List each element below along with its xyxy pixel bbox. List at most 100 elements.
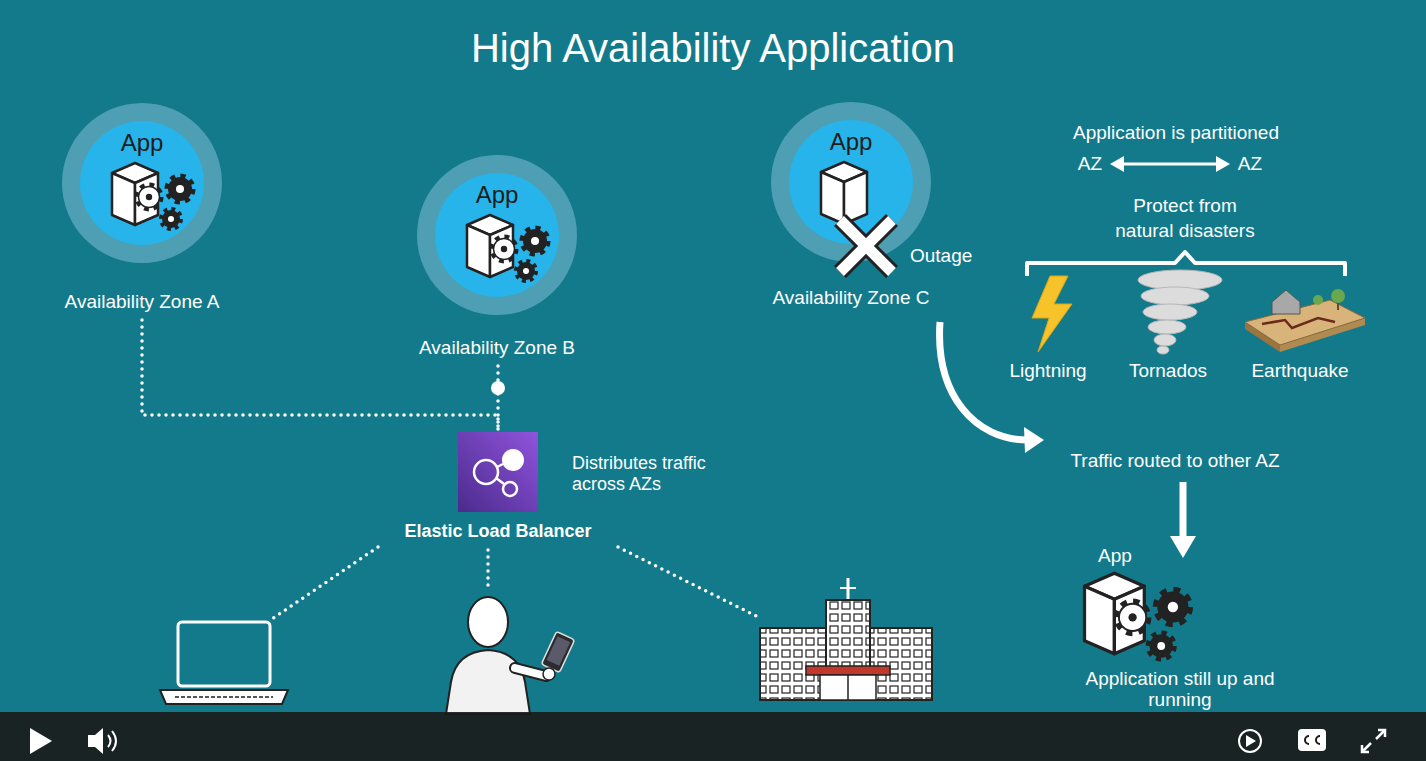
failover-arrow bbox=[940, 322, 1044, 453]
note-label: Application still up and running bbox=[1070, 668, 1290, 710]
player-bar bbox=[1239, 730, 1261, 752]
tornado-icon bbox=[1148, 320, 1186, 334]
availability-zone-node: AppAvailability Zone A bbox=[22, 101, 262, 320]
note-label: Earthquake bbox=[1245, 359, 1355, 383]
label-holder: AZ bbox=[1066, 152, 1114, 176]
person-figure bbox=[468, 597, 508, 647]
availability-zone-node: AppAvailability Zone B bbox=[377, 153, 617, 366]
zone-circle bbox=[377, 153, 617, 317]
note-label: Protect from natural disasters bbox=[1105, 193, 1265, 243]
zone-circle bbox=[821, 162, 867, 224]
label-holder: Application is partitioned bbox=[1036, 121, 1316, 145]
label-holder: Tornados bbox=[1118, 359, 1218, 383]
note-label: Application is partitioned bbox=[1036, 121, 1316, 145]
outage-cross bbox=[840, 220, 892, 272]
laptop-figure bbox=[160, 690, 288, 704]
person-figure bbox=[515, 668, 546, 676]
note-label: Outage bbox=[910, 244, 1000, 268]
down-arrow bbox=[1170, 482, 1196, 558]
player-bar bbox=[1246, 735, 1256, 747]
earthquake-icon bbox=[1272, 290, 1300, 314]
client-leader bbox=[486, 550, 490, 592]
label-holder: App bbox=[1091, 544, 1139, 568]
person-figure bbox=[547, 636, 571, 665]
label-holder: Application still up and running bbox=[1070, 668, 1290, 710]
earthquake-icon bbox=[1245, 289, 1365, 352]
zone-name: Availability Zone C bbox=[731, 286, 971, 310]
player-bar bbox=[1316, 736, 1320, 744]
outage-cross bbox=[840, 220, 892, 272]
building-figure bbox=[806, 666, 890, 675]
player-bar bbox=[1298, 729, 1326, 751]
title-holder: High Availability Application bbox=[0, 25, 1426, 71]
outage-cross bbox=[840, 220, 892, 272]
building-figure bbox=[847, 675, 849, 700]
tornado-icon bbox=[1141, 287, 1209, 305]
app-icon bbox=[1085, 573, 1189, 658]
partition-arrow bbox=[1110, 156, 1124, 172]
earthquake-icon bbox=[1313, 295, 1323, 305]
building-figure bbox=[760, 628, 826, 700]
app-text: App bbox=[377, 181, 617, 209]
person-figure bbox=[446, 650, 530, 714]
outage-cross bbox=[840, 220, 892, 272]
label-holder: Earthquake bbox=[1245, 359, 1355, 383]
player-bar bbox=[0, 712, 1426, 761]
note-label: App bbox=[1091, 544, 1139, 568]
availability-zone-node: AppAvailability Zone C bbox=[731, 100, 971, 316]
label-holder: Distributes traffic across AZs bbox=[572, 453, 742, 495]
zone-circle bbox=[22, 101, 262, 265]
balancer-name: Elastic Load Balancer bbox=[378, 520, 618, 542]
outage-cross bbox=[840, 220, 892, 272]
note-label: Lightning bbox=[998, 359, 1098, 383]
load-balancer-icon bbox=[458, 432, 538, 512]
earthquake-icon bbox=[1245, 300, 1365, 345]
zone-circle bbox=[62, 103, 222, 263]
label-holder: Protect from natural disasters bbox=[1105, 193, 1265, 243]
earthquake-icon bbox=[1262, 318, 1335, 328]
laptop-figure bbox=[178, 622, 270, 686]
note-label: Tornados bbox=[1118, 359, 1218, 383]
person-figure bbox=[515, 668, 546, 676]
player-bar bbox=[112, 731, 116, 751]
zone-circle bbox=[417, 155, 577, 315]
laptop-figure bbox=[175, 696, 273, 698]
label-holder: Outage bbox=[910, 244, 1000, 268]
note-label: AZ bbox=[1066, 152, 1114, 176]
load-balancer-icon bbox=[502, 449, 524, 471]
load-balancer-icon bbox=[503, 482, 517, 496]
app-text: App bbox=[22, 129, 262, 157]
tornado-icon bbox=[1157, 346, 1169, 354]
note-label: Distributes traffic across AZs bbox=[572, 453, 742, 495]
player-bar bbox=[1376, 730, 1385, 739]
app-text: App bbox=[731, 128, 971, 156]
label-holder: Lightning bbox=[998, 359, 1098, 383]
dotted-connector bbox=[142, 320, 498, 432]
note-label: Traffic routed to other AZ bbox=[1035, 449, 1315, 473]
player-bar bbox=[30, 728, 52, 754]
zone-circle bbox=[467, 215, 547, 280]
person-figure bbox=[541, 631, 574, 672]
label-holder: Traffic routed to other AZ bbox=[1035, 449, 1315, 473]
down-arrow bbox=[1170, 536, 1196, 558]
dotted-connector bbox=[496, 366, 500, 432]
person-figure bbox=[541, 631, 574, 672]
zone-circle bbox=[731, 100, 971, 264]
load-balancer-icon bbox=[474, 460, 498, 484]
partition-arrow bbox=[1110, 156, 1230, 172]
player-bar bbox=[0, 712, 1426, 761]
label-holder: AZ bbox=[1226, 152, 1274, 176]
load-balancer-icon bbox=[497, 464, 503, 467]
tornado-icon bbox=[1154, 334, 1176, 346]
building-figure bbox=[820, 675, 876, 700]
zone-name: Availability Zone A bbox=[22, 290, 262, 314]
client-leader bbox=[272, 547, 378, 619]
building-figure bbox=[760, 578, 932, 700]
client-leader bbox=[272, 547, 762, 619]
person-figure bbox=[446, 597, 575, 714]
player-bar bbox=[1362, 743, 1371, 752]
note-label: AZ bbox=[1226, 152, 1274, 176]
tornado-icon bbox=[1143, 304, 1197, 320]
